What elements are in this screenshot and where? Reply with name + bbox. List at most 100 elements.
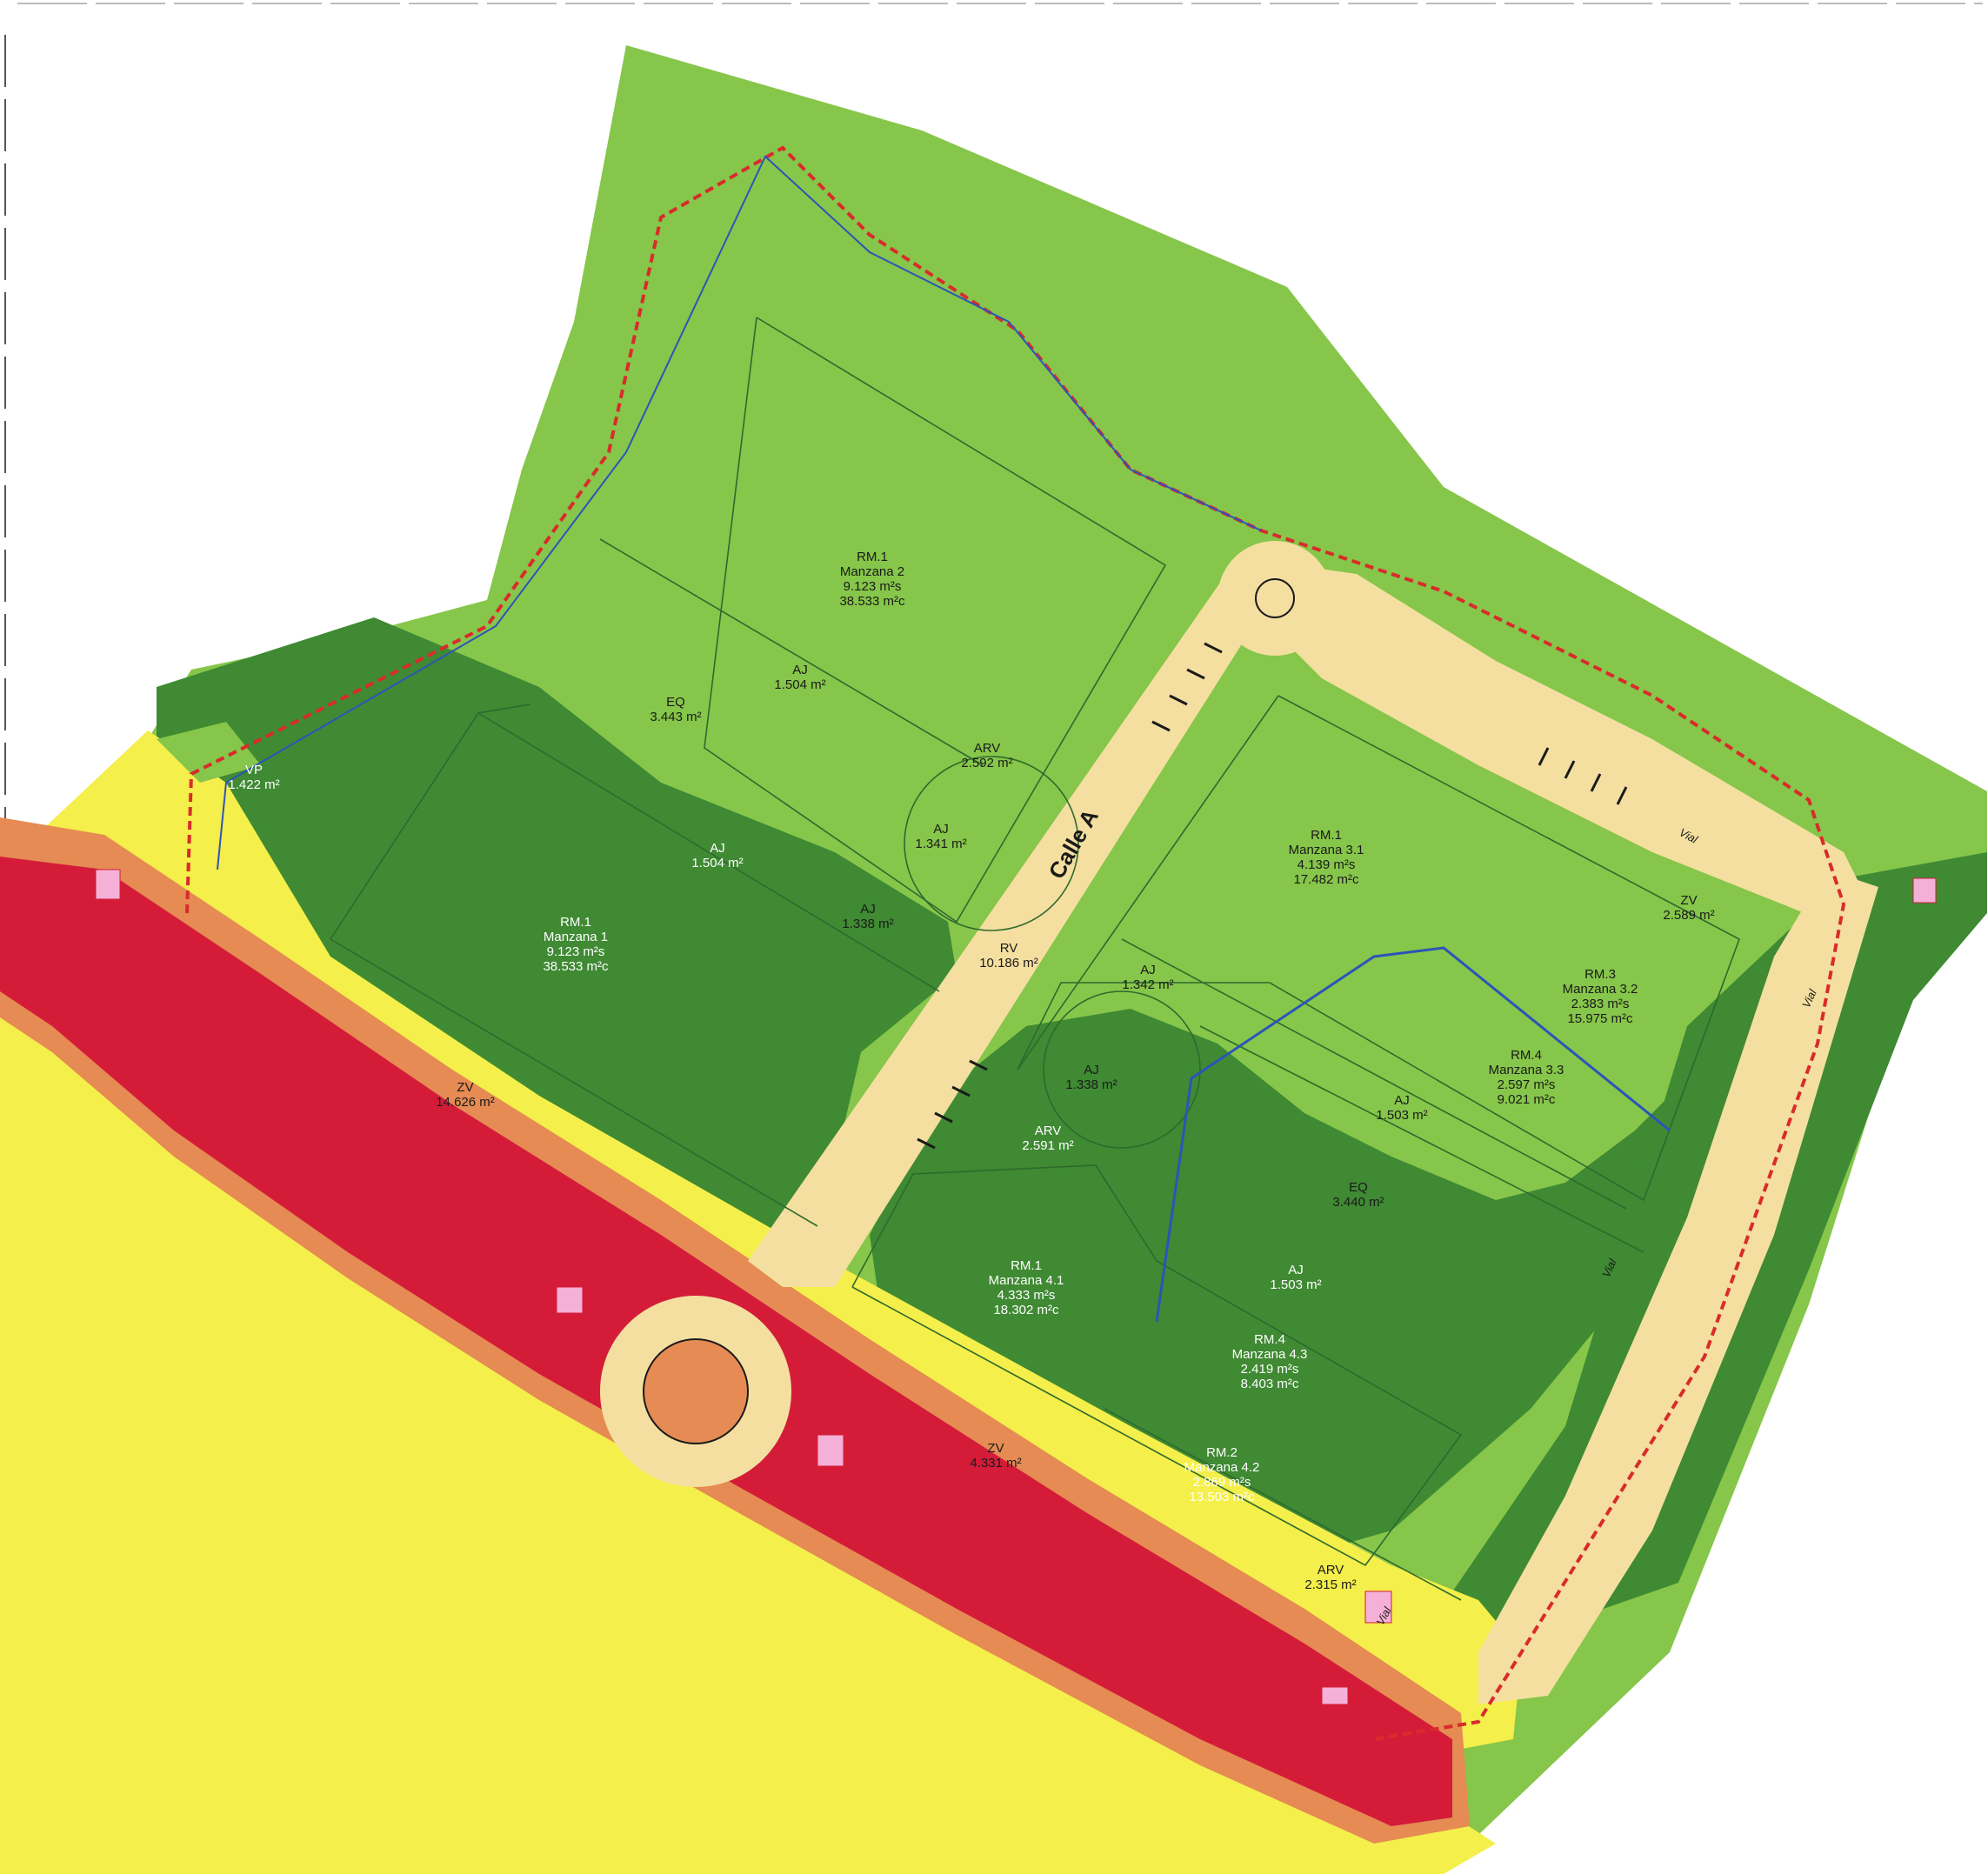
block-label-line: EQ bbox=[1349, 1180, 1368, 1195]
block-label-line: 17.482 m²c bbox=[1293, 872, 1359, 887]
block-label-line: 2.315 m² bbox=[1304, 1577, 1356, 1592]
block-label-line: 18.302 m²c bbox=[993, 1303, 1059, 1317]
block-label-line: RM.2 bbox=[1206, 1445, 1237, 1460]
block-label-line: 1.342 m² bbox=[1122, 977, 1173, 992]
block-label-line: RM.3 bbox=[1584, 967, 1616, 982]
block-label-line: 1.503 m² bbox=[1270, 1277, 1321, 1292]
block-label-line: ZV bbox=[987, 1441, 1004, 1456]
block-label-line: 1.504 m² bbox=[691, 856, 743, 870]
block-label-line: ZV bbox=[1680, 893, 1697, 908]
block-label-line: AJ bbox=[933, 822, 949, 837]
block-label-line: 9.123 m²s bbox=[844, 579, 902, 594]
plot-lines bbox=[330, 317, 1740, 1601]
block-label-line: Manzana 2 bbox=[840, 564, 904, 579]
block-label-line: 1.338 m² bbox=[842, 917, 893, 931]
block-label-line: Manzana 4.1 bbox=[989, 1273, 1064, 1288]
block-label-line: 1.422 m² bbox=[228, 777, 279, 792]
parking-hatch bbox=[917, 642, 1628, 1150]
block-label-line: AJ bbox=[1394, 1093, 1410, 1108]
block-label-line: RM.1 bbox=[857, 550, 888, 564]
blue-boundary-line bbox=[1155, 946, 1671, 1323]
block-label-line: 9.123 m²s bbox=[547, 944, 605, 959]
block-label-line: RM.1 bbox=[560, 915, 591, 930]
block-label-line: Manzana 3.1 bbox=[1289, 843, 1364, 857]
block-label-line: 14.626 m² bbox=[436, 1095, 495, 1110]
block-label-line: ARV bbox=[974, 741, 1001, 756]
block-label-line: 2.591 m² bbox=[1022, 1138, 1073, 1153]
block-label-line: 2.589 m² bbox=[1663, 908, 1714, 923]
block-label-line: AJ bbox=[792, 663, 808, 677]
block-label-line: 2.597 m²s bbox=[1498, 1077, 1556, 1092]
block-label-line: 13.503 m²c bbox=[1189, 1490, 1255, 1504]
block-label-line: RM.4 bbox=[1511, 1048, 1542, 1063]
south-roundabout-island bbox=[643, 1338, 749, 1444]
block-label-line: 8.403 m²c bbox=[1241, 1377, 1299, 1391]
block-label-line: Manzana 3.3 bbox=[1489, 1063, 1564, 1077]
blue-inner-boundary bbox=[217, 155, 1262, 870]
block-label-line: RM.1 bbox=[1011, 1258, 1042, 1273]
north-ring-road bbox=[1235, 557, 1861, 922]
block-label-line: Manzana 4.3 bbox=[1232, 1347, 1308, 1362]
block-label-line: EQ bbox=[666, 695, 685, 710]
block-label-line: RM.4 bbox=[1254, 1332, 1285, 1347]
north-roundabout-center bbox=[1255, 578, 1295, 618]
block-label-line: 2.592 m² bbox=[961, 756, 1012, 770]
red-dashed-boundary bbox=[185, 145, 1846, 1741]
block-label-line: 1.504 m² bbox=[774, 677, 825, 692]
block-label-line: ARV bbox=[1318, 1563, 1344, 1577]
block-label-line: 1.338 m² bbox=[1065, 1077, 1117, 1092]
block-label-line: 10.186 m² bbox=[979, 956, 1038, 970]
block-label-line: AJ bbox=[710, 841, 725, 856]
block-label-line: 4.139 m²s bbox=[1298, 857, 1356, 872]
block-label-line: ARV bbox=[1035, 1124, 1062, 1138]
green-zone-dark-west bbox=[157, 617, 957, 1235]
block-label-line: 9.021 m²c bbox=[1498, 1092, 1556, 1107]
block-label-line: ZV bbox=[457, 1080, 473, 1095]
green-patch-west bbox=[157, 722, 261, 783]
block-label-line: RM.1 bbox=[1311, 828, 1342, 843]
east-road bbox=[1478, 870, 1878, 1704]
block-label-line: 1.503 m² bbox=[1376, 1108, 1427, 1123]
block-label-line: 2.383 m²s bbox=[1571, 997, 1630, 1011]
block-label-line: 2.869 m²s bbox=[1193, 1475, 1251, 1490]
block-label-line: 4.333 m²s bbox=[997, 1288, 1056, 1303]
block-label-line: VP bbox=[245, 763, 263, 777]
block-label-line: AJ bbox=[1140, 963, 1156, 977]
block-label-line: 4.331 m² bbox=[970, 1456, 1021, 1471]
block-label-line: Manzana 4.2 bbox=[1184, 1460, 1260, 1475]
block-label-line: AJ bbox=[860, 902, 876, 917]
block-label-line: 3.440 m² bbox=[1332, 1195, 1384, 1210]
block-label-line: 2.419 m²s bbox=[1241, 1362, 1299, 1377]
internal-roads bbox=[600, 541, 1878, 1704]
block-label-line: 38.533 m²c bbox=[543, 959, 609, 974]
calle-a-road bbox=[748, 574, 1270, 1287]
block-label-line: AJ bbox=[1084, 1063, 1099, 1077]
block-label-line: RV bbox=[1000, 941, 1018, 956]
